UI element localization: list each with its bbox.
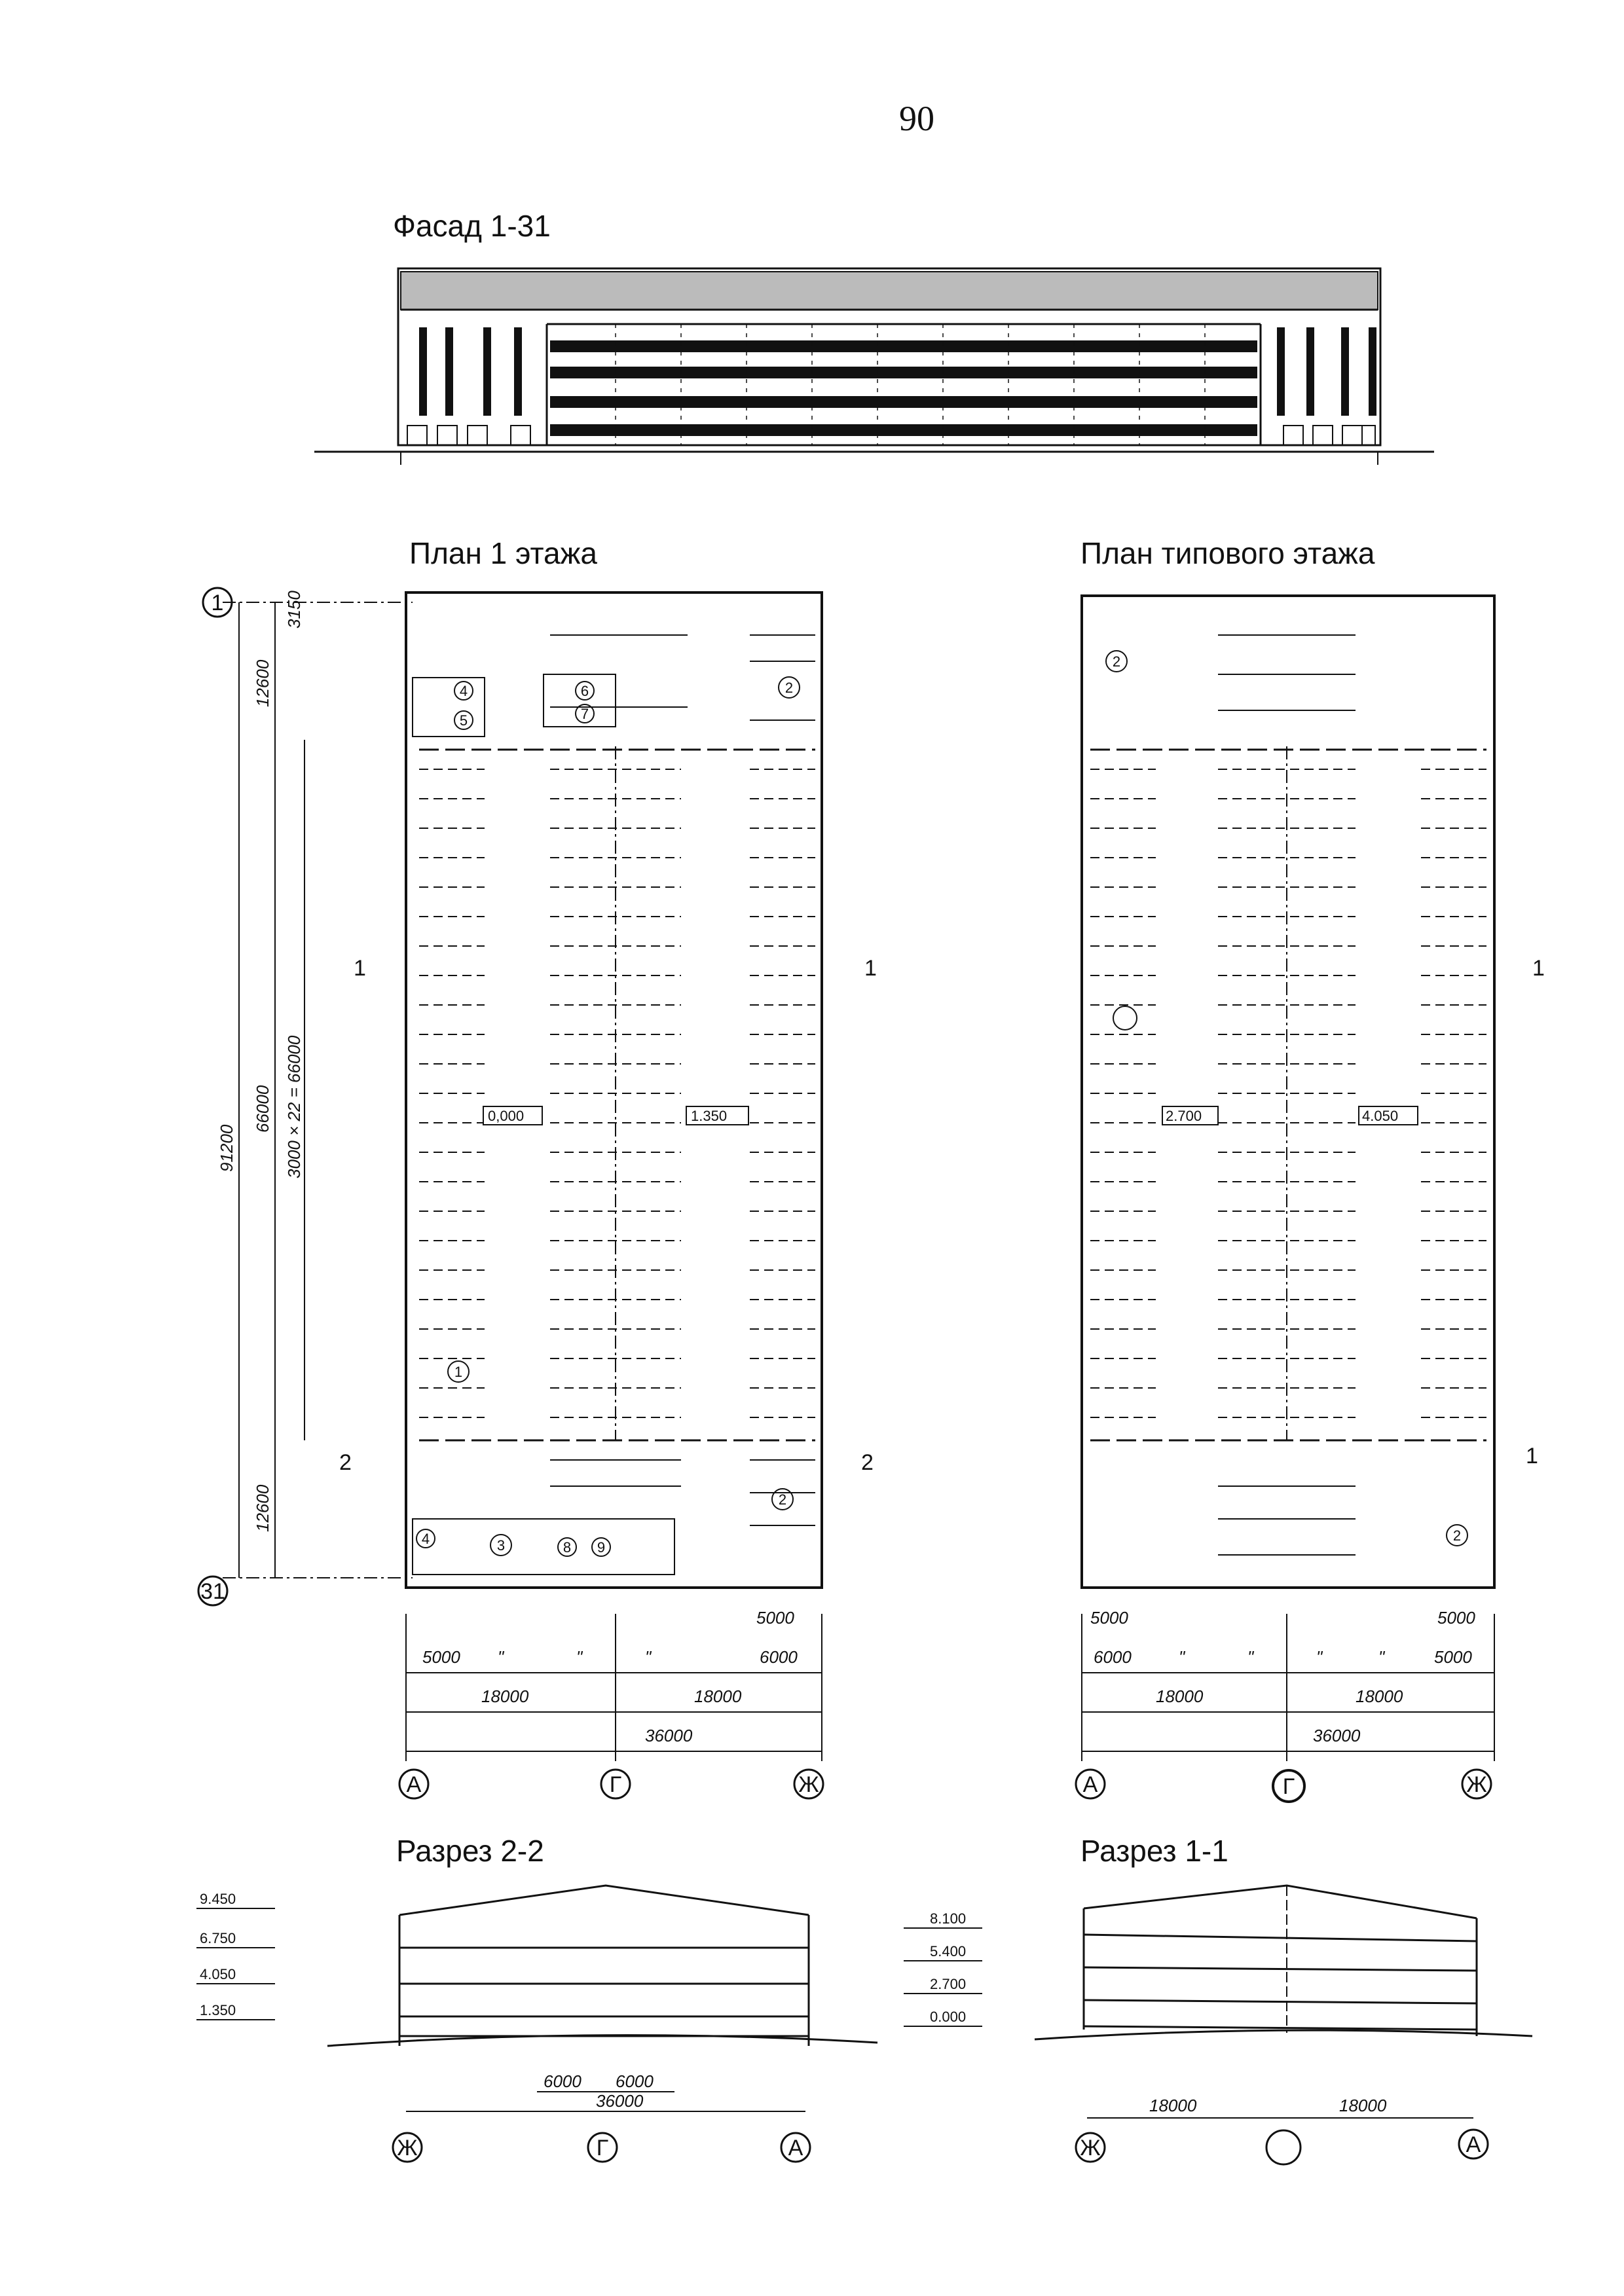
section-2-2-labels: 9.450 6.750 4.050 1.350 8.100 5.400 2.70… [200,1891,966,2160]
room-2-bottom: 2 [779,1491,786,1508]
caption-plan-first-floor: План 1 этажа [409,536,597,570]
caption-plan-typical-floor: План типового этажа [1080,536,1375,570]
section11-axis-a: А [1466,2132,1481,2157]
section-dim-total: 36000 [596,2091,644,2111]
section-1-1-labels: 18000 18000 Ж А [1080,2096,1481,2160]
caption-section-2-2: Разрез 2-2 [396,1834,544,1868]
room-1: 1 [454,1364,462,1380]
level-left-1: 6.750 [200,1930,236,1946]
axis-mark-a: А [407,1772,422,1797]
cut-mark-1-left: 1 [354,956,366,981]
section11-dim-right: 18000 [1339,2096,1387,2115]
dim-typ-r2-1: " [1179,1647,1186,1667]
section11-dim-left: 18000 [1149,2096,1197,2115]
dim-bottom-r2-3: " [645,1647,652,1667]
room-9: 9 [597,1539,605,1556]
dim-typ-r1-right: 5000 [1437,1608,1475,1628]
room-7: 7 [581,706,589,722]
cut-mark-2-left: 2 [339,1450,352,1475]
axis-typ-a: А [1083,1772,1098,1797]
dim-typ-r1-left: 5000 [1090,1608,1128,1628]
level-typ-0: 2.700 [1166,1108,1202,1124]
dim-typ-total: 36000 [1313,1726,1361,1745]
level-right-1: 5.400 [930,1943,966,1959]
plan-typical-floor-drawing [1075,594,1496,1803]
level-right-2: 2.700 [930,1976,966,1992]
dim-typ-r3-left: 18000 [1156,1686,1204,1706]
level-typ-1: 4.050 [1362,1108,1398,1124]
section-axis-zh: Ж [397,2136,417,2160]
room-4-bottom: 4 [422,1531,430,1547]
dim-bottom-r2-2: " [576,1647,583,1667]
axis-mark-1: 1 [212,591,224,615]
level-left-2: 4.050 [200,1966,236,1982]
section-axis-a: А [788,2136,803,2160]
dim-typ-r2-3: " [1316,1647,1323,1667]
dim-bottom-total: 36000 [645,1726,693,1745]
dim-bottom-r2-0: 5000 [422,1647,460,1667]
level-right-0: 8.100 [930,1910,966,1927]
dim-step: 3150 [284,591,304,629]
caption-section-1-1: Разрез 1-1 [1080,1834,1228,1868]
dim-typ-r2-2: " [1247,1647,1255,1667]
cut-mark-1-right: 1 [864,956,877,981]
room-3: 3 [497,1537,505,1554]
dim-bottom-r1-right: 5000 [756,1608,794,1628]
cut-mark-typ-2: 1 [1526,1444,1538,1468]
level-right-3: 0.000 [930,2009,966,2025]
plan-first-floor-labels: 1 31 91200 66000 3000 × 22 = 66000 12600… [200,591,877,1797]
dim-typ-r2-4: " [1378,1647,1386,1667]
level-left-0: 9.450 [200,1891,236,1907]
dim-bottom-end: 12600 [253,1484,272,1532]
dim-top-end: 12600 [253,659,272,707]
page-number: 90 [899,99,934,138]
plan-first-floor-drawing [197,587,824,1800]
dim-middle-length: 66000 [253,1085,272,1133]
dim-bottom-r2-1: " [498,1647,505,1667]
dim-total-length: 91200 [217,1124,236,1172]
section11-axis-zh: Ж [1080,2136,1100,2160]
room-typ-2-bottom: 2 [1453,1527,1461,1544]
dim-typ-r3-right: 18000 [1356,1686,1403,1706]
axis-typ-zh: Ж [1466,1772,1486,1797]
room-5: 5 [460,712,468,729]
room-8: 8 [563,1539,571,1556]
axis-mark-31: 31 [200,1579,225,1604]
dim-typ-r2-0: 6000 [1094,1647,1132,1667]
plan-typical-floor-labels: 5000 5000 6000 " " " " 5000 18000 18000 … [1083,653,1545,1799]
section-1-1-drawing [1034,1884,1533,2166]
facade-drawing [314,267,1434,465]
axis-mark-g: Г [610,1772,621,1797]
section-axis-g: Г [597,2136,608,2160]
dim-bottom-r3-left: 18000 [481,1686,529,1706]
caption-facade: Фасад 1-31 [393,209,551,243]
dim-bay-formula: 3000 × 22 = 66000 [284,1035,304,1178]
level-left-3: 1.350 [200,2002,236,2018]
room-2-top: 2 [785,680,793,696]
section-dim-0: 6000 [544,2071,581,2091]
section-2-2-drawing [196,1884,982,2163]
dim-bottom-r1-right2: 6000 [760,1647,798,1667]
dim-bottom-r3-right: 18000 [694,1686,742,1706]
axis-mark-zh: Ж [798,1772,819,1797]
axis-typ-g: Г [1283,1774,1295,1799]
level-mark-1: 1.350 [691,1108,727,1124]
room-6: 6 [581,683,589,699]
cut-mark-typ-1: 1 [1532,956,1545,981]
dim-typ-r2-5: 5000 [1434,1647,1472,1667]
room-typ-2-top: 2 [1113,653,1120,670]
level-mark-0: 0,000 [488,1108,524,1124]
section-dim-1: 6000 [616,2071,654,2091]
room-4-top: 4 [460,683,468,699]
cut-mark-2-right: 2 [861,1450,874,1475]
